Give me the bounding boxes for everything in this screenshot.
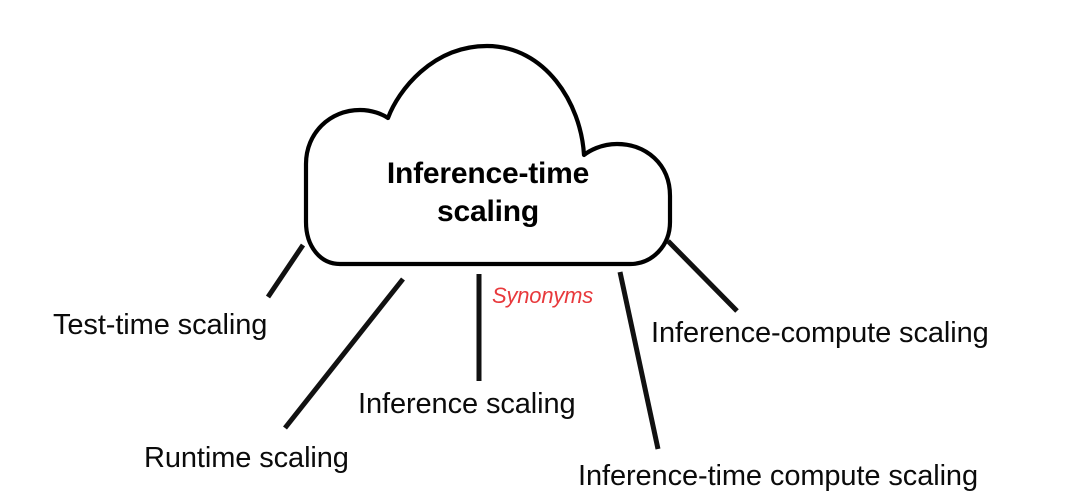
cloud-shape [303, 43, 673, 267]
label-inference-time-compute-scaling: Inference-time compute scaling [578, 460, 978, 492]
connector-test-time-scaling [265, 243, 306, 299]
connector-runtime-scaling [283, 277, 405, 430]
cloud-title-line-1: Inference-time [386, 157, 590, 190]
label-inference-compute-scaling: Inference-compute scaling [651, 317, 989, 349]
connector-inference-time-compute-scaling [617, 271, 661, 450]
cloud-title-line-2: scaling [437, 195, 539, 229]
synonyms-annotation: Synonyms [492, 283, 594, 308]
connector-inference-compute-scaling [666, 239, 739, 313]
label-runtime-scaling: Runtime scaling [144, 442, 349, 474]
cloud-title: Inference-time scaling [318, 155, 658, 232]
label-test-time-scaling: Test-time scaling [53, 309, 268, 341]
label-inference-scaling: Inference scaling [358, 388, 576, 420]
